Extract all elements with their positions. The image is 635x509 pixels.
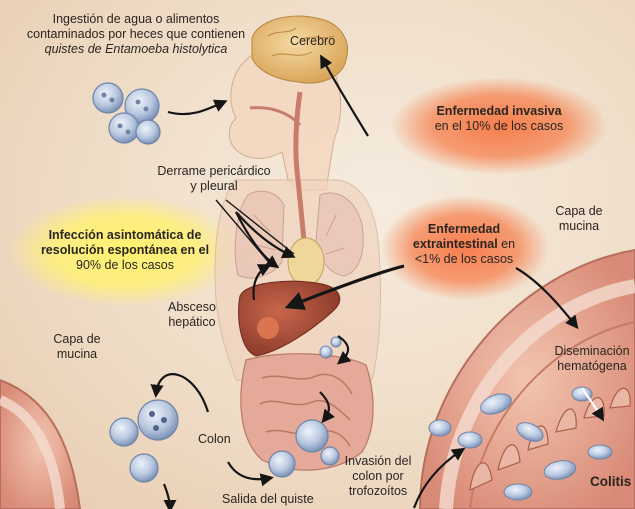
dissemination-label: Diseminación hematógena: [550, 344, 634, 374]
invasion-line-3: trofozoítos: [336, 484, 420, 499]
extraintestinal-line-2-rest: en: [498, 237, 515, 251]
brain: [252, 16, 348, 83]
brain-label: Cerebro: [290, 34, 335, 49]
extraintestinal-line-3: <1% de los casos: [398, 252, 530, 267]
colon-cysts-left: [110, 400, 178, 482]
mucus-left-line-2: mucina: [44, 347, 110, 362]
ingestion-text: Ingestión de agua o alimentos contaminad…: [8, 12, 264, 57]
ingestion-line-1: Ingestión de agua o alimentos: [8, 12, 264, 27]
asymptomatic-label: Infección asintomática de resolución esp…: [26, 228, 224, 273]
pericardial-line-2: y pleural: [134, 179, 294, 194]
colitis-label: Colitis: [590, 474, 631, 489]
pericardial-line-1: Derrame pericárdico: [134, 164, 294, 179]
intestines: [241, 354, 373, 470]
mucus-right-label: Capa de mucina: [546, 204, 612, 234]
invasive-subtitle: en el 10% de los casos: [414, 119, 584, 134]
liver-abscess-line-1: Absceso: [160, 300, 224, 315]
ingestion-line-3: quistes de Entamoeba histolytica: [8, 42, 264, 57]
invasion-line-2: colon por: [336, 469, 420, 484]
mucus-left-line-1: Capa de: [44, 332, 110, 347]
extraintestinal-line-2-bold: extraintestinal: [413, 237, 498, 251]
asymptomatic-line-3: 90% de los casos: [26, 258, 224, 273]
liver-abscess-line-2: hepático: [160, 315, 224, 330]
invasive-title: Enfermedad invasiva: [414, 104, 584, 119]
liver-abscess-label: Absceso hepático: [160, 300, 224, 330]
ingested-cysts: [93, 83, 160, 144]
colon-label: Colon: [198, 432, 231, 447]
invasive-label: Enfermedad invasiva en el 10% de los cas…: [414, 104, 584, 134]
pericardial-label: Derrame pericárdico y pleural: [134, 164, 294, 194]
colon-tissue-right: [420, 250, 635, 509]
ingestion-line-2: contaminados por heces que contienen: [8, 27, 264, 42]
mucus-right-line-1: Capa de: [546, 204, 612, 219]
invasion-line-1: Invasión del: [336, 454, 420, 469]
cyst-exit-label: Salida del quiste: [222, 492, 314, 507]
mucus-right-line-2: mucina: [546, 219, 612, 234]
asymptomatic-line-2: resolución espontánea en el: [26, 243, 224, 258]
mucus-left-label: Capa de mucina: [44, 332, 110, 362]
extraintestinal-line-1: Enfermedad: [398, 222, 530, 237]
colon-tissue-left: [0, 380, 80, 509]
extraintestinal-label: Enfermedad extraintestinal en <1% de los…: [398, 222, 530, 267]
dissemination-line-2: hematógena: [550, 359, 634, 374]
heart: [288, 238, 324, 286]
asymptomatic-line-1: Infección asintomática de: [26, 228, 224, 243]
dissemination-line-1: Diseminación: [550, 344, 634, 359]
invasion-label: Invasión del colon por trofozoítos: [336, 454, 420, 499]
